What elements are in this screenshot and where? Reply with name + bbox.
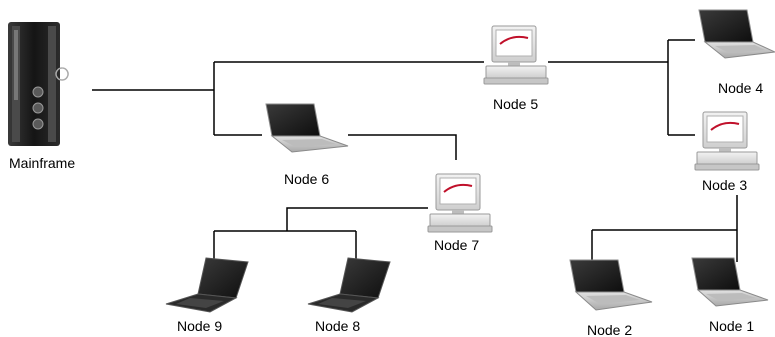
desktop-computer-icon — [427, 173, 493, 233]
node-7[interactable]: Node 7 — [427, 173, 493, 253]
node-6[interactable]: Node 6 — [265, 103, 349, 187]
desktop-computer-icon — [694, 111, 760, 171]
laptop-icon — [165, 257, 249, 313]
mainframe-node[interactable]: Mainframe — [8, 22, 75, 171]
node-9[interactable]: Node 9 — [165, 257, 249, 334]
link-node6-node7 — [348, 134, 457, 160]
node-3[interactable]: Node 3 — [694, 111, 760, 193]
node-9-label: Node 9 — [177, 318, 222, 334]
node-4[interactable]: Node 4 — [698, 9, 775, 96]
connections — [92, 39, 738, 262]
laptop-icon — [569, 259, 653, 311]
link-node7-bus — [286, 207, 428, 231]
node-2[interactable]: Node 2 — [569, 259, 653, 337]
node-5-label: Node 5 — [493, 96, 538, 112]
laptop-icon — [698, 9, 775, 59]
mainframe-server-icon — [8, 22, 69, 146]
laptop-icon — [691, 257, 769, 307]
laptop-icon — [307, 257, 391, 313]
laptop-icon — [265, 103, 349, 153]
node-3-label: Node 3 — [702, 177, 747, 193]
node-8[interactable]: Node 8 — [307, 257, 391, 334]
node-6-label: Node 6 — [284, 171, 329, 187]
node-1[interactable]: Node 1 — [691, 257, 769, 334]
node-5[interactable]: Node 5 — [483, 25, 549, 112]
node-2-label: Node 2 — [587, 322, 632, 337]
mainframe-label: Mainframe — [9, 155, 75, 171]
desktop-computer-icon — [483, 25, 549, 85]
node-7-label: Node 7 — [434, 237, 479, 253]
node-1-label: Node 1 — [709, 318, 754, 334]
node-4-label: Node 4 — [718, 80, 763, 96]
node-8-label: Node 8 — [315, 318, 360, 334]
